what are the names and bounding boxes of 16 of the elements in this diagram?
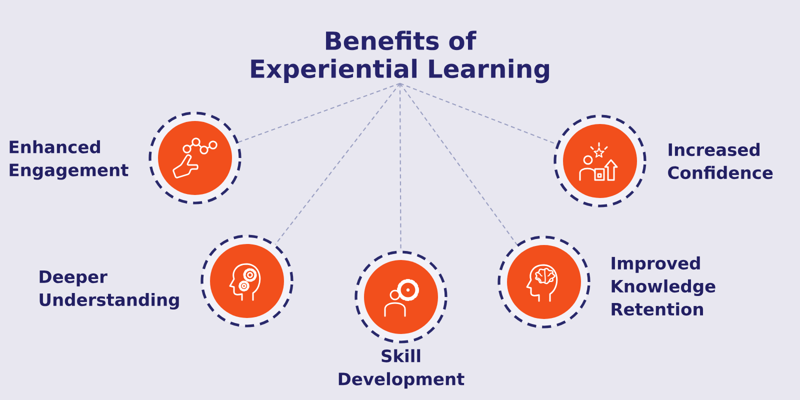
ringed-circle: [498, 236, 590, 328]
connector-line: [400, 82, 558, 145]
benefit-label: Skill Development: [338, 349, 464, 389]
ringed-circle: [354, 250, 448, 344]
connector-line: [238, 82, 400, 143]
benefit-label: Deeper Understanding: [40, 270, 179, 310]
ringed-circle: [554, 114, 646, 208]
heading: Benefits of Experiential Learning: [251, 30, 549, 84]
connector-line: [400, 83, 518, 245]
ringed-circle: [148, 112, 242, 204]
benefit-label: Enhanced Engagement: [10, 140, 128, 180]
connector-line: [274, 83, 400, 245]
connector-line: [399, 83, 402, 251]
benefit-label: Improved Knowledge Retention: [612, 256, 716, 316]
benefit-label: Increased Confidence: [668, 142, 773, 180]
ringed-circle: [200, 234, 294, 328]
